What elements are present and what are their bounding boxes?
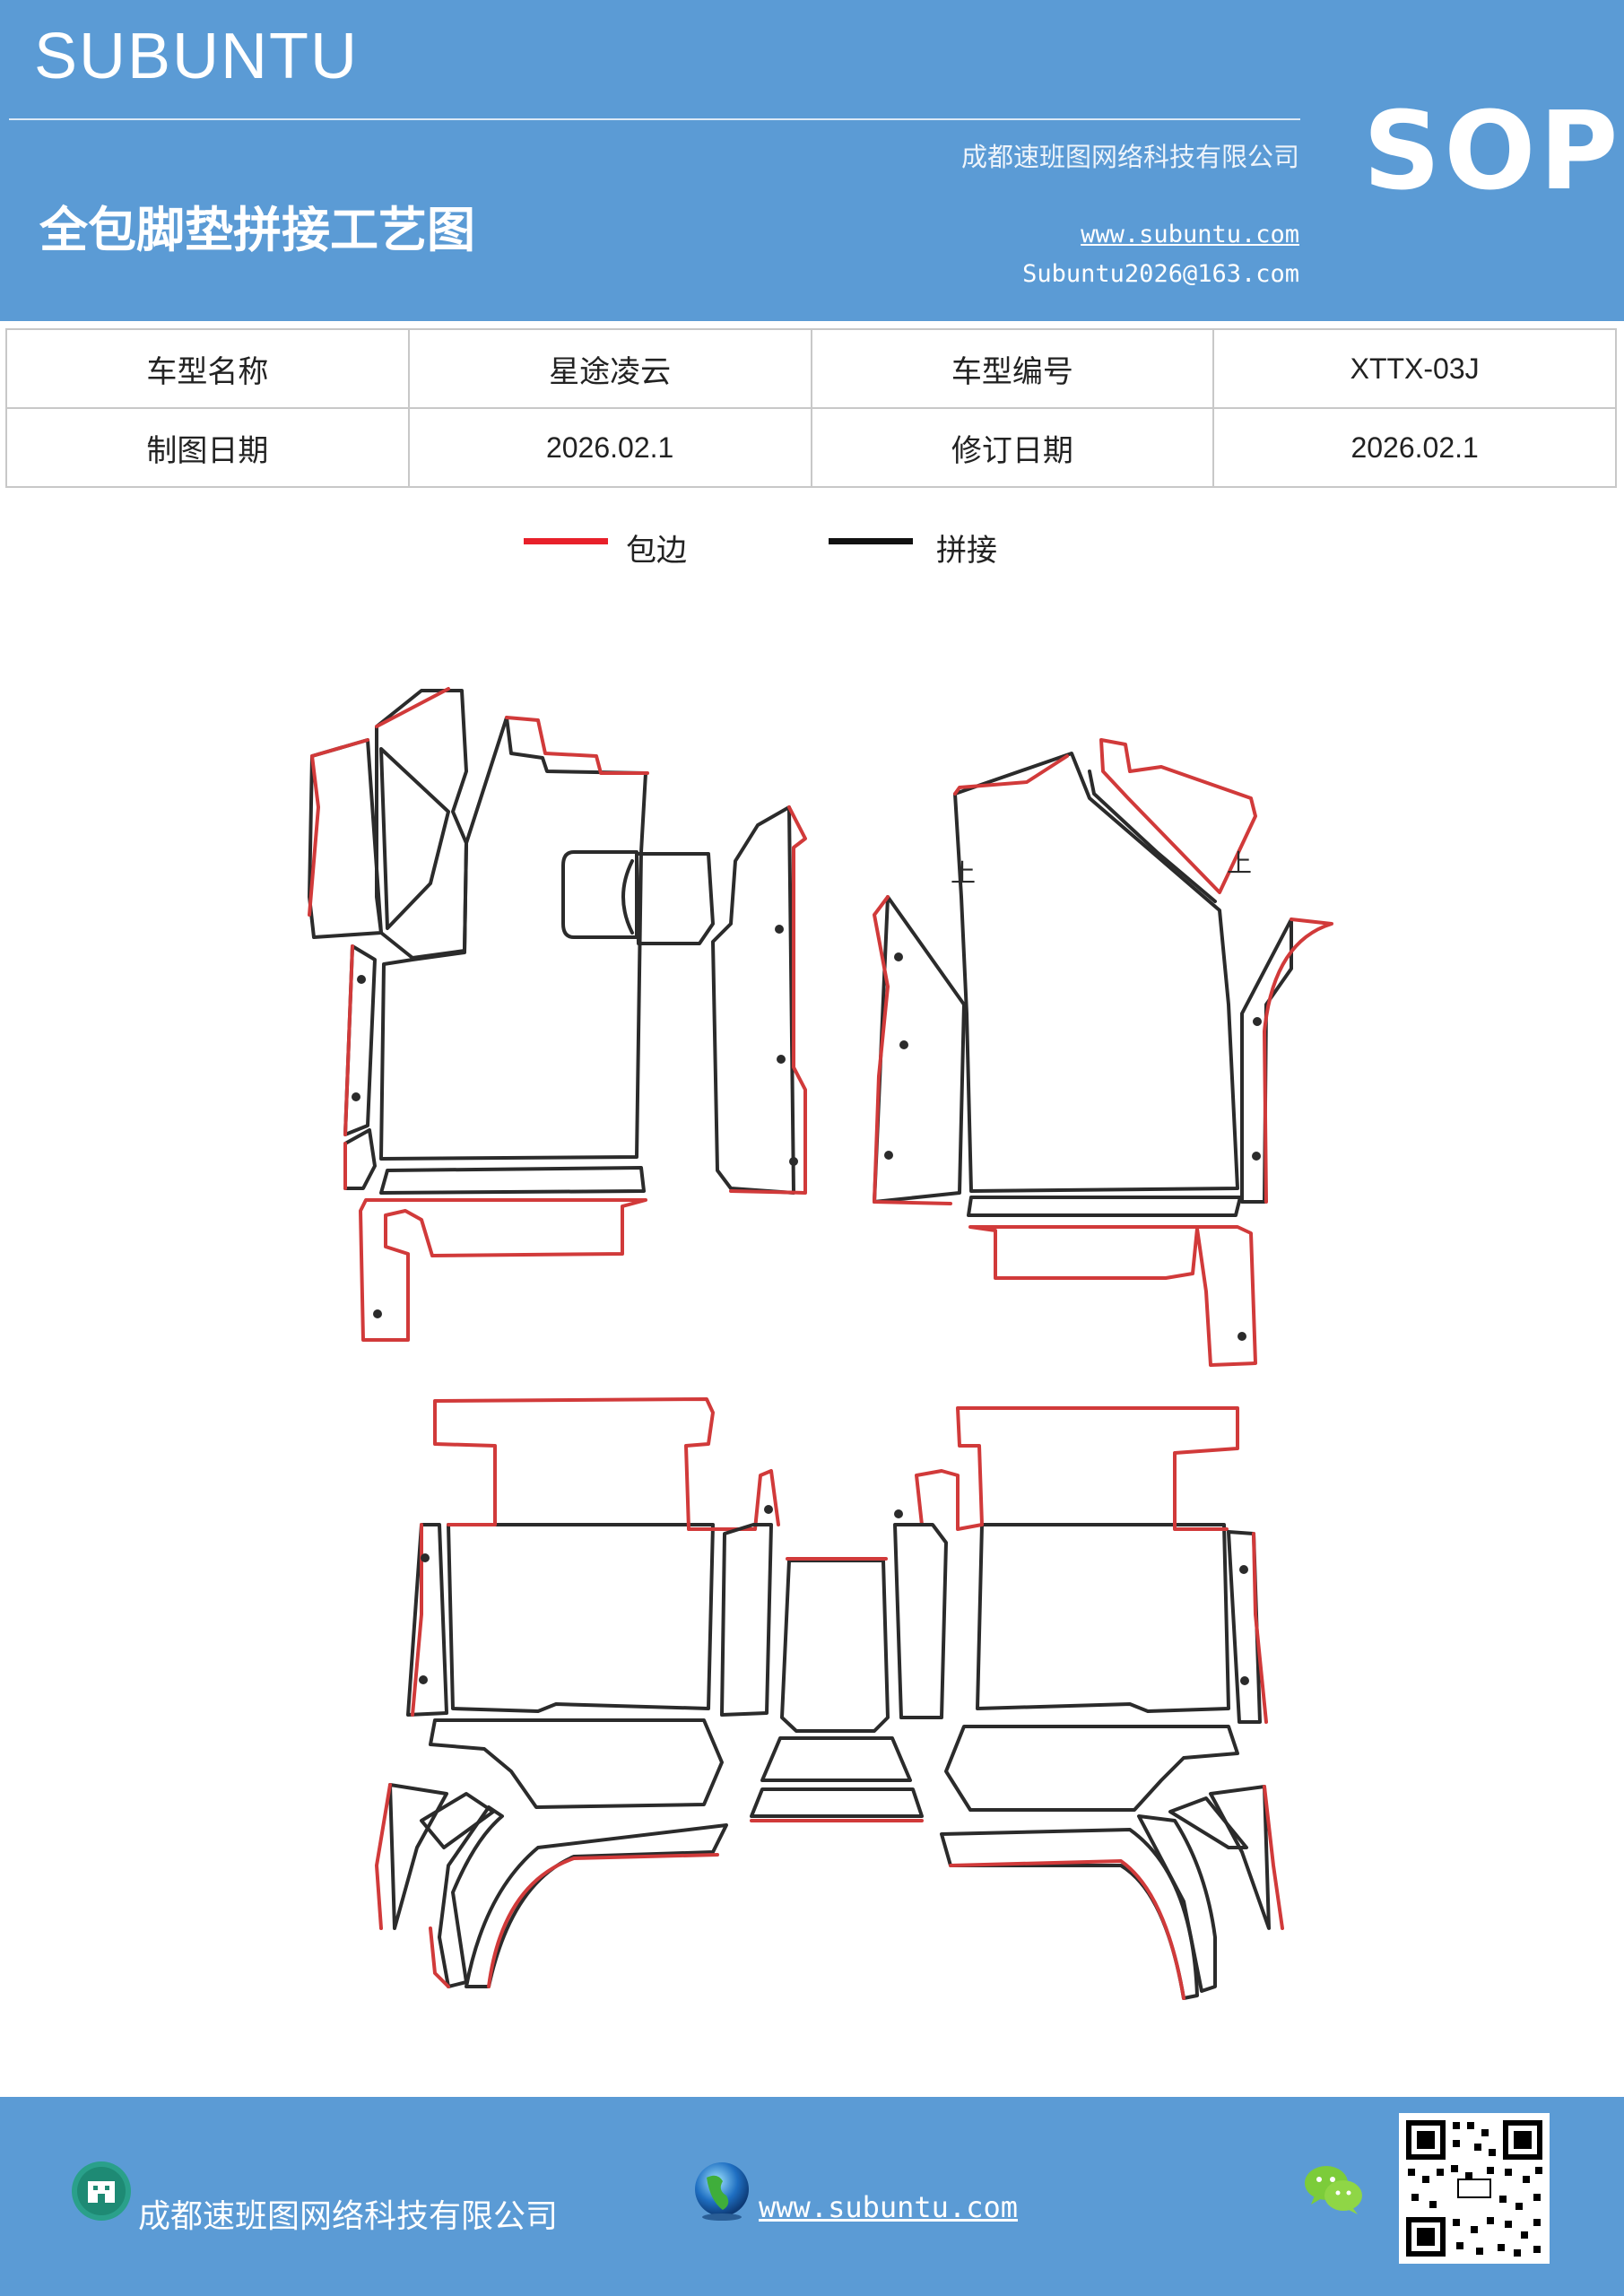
marker-dots (352, 925, 1262, 1685)
mat-piece-rear-left-main (406, 1397, 780, 1717)
document-title: 全包脚垫拼接工艺图 (39, 201, 475, 258)
legend-item-edge: 包边 (524, 520, 703, 574)
value-draw-date: 2026.02.1 (407, 407, 812, 488)
orientation-marker-up: 上 (951, 858, 976, 888)
value-model-code: XTTX-03J (1212, 328, 1617, 409)
header-email[interactable]: Subuntu2026@163.com (1022, 260, 1299, 288)
label-model-code: 车型编号 (810, 328, 1215, 409)
header-divider (9, 118, 1300, 120)
legend-label: 拼接 (936, 533, 997, 569)
mat-piece-front-left-strip (343, 944, 377, 1190)
legend-swatch-black (829, 538, 913, 544)
mat-piece-front-left-center-box (561, 850, 715, 945)
label-model-name: 车型名称 (5, 328, 410, 409)
value-revise-date: 2026.02.1 (1212, 407, 1617, 488)
mat-piece-front-right-bottom (967, 1196, 1257, 1367)
mat-piece-front-left-door (711, 805, 807, 1195)
legend-item-seam: 拼接 (829, 520, 1008, 574)
mat-piece-rear-center (750, 1557, 924, 1822)
brand-name: SUBUNTU (34, 21, 360, 92)
table-row: 车型名称 星途凌云 车型编号 XTTX-03J (5, 328, 1617, 409)
qr-code[interactable] (1399, 2113, 1550, 2264)
mat-piece-front-right-right-strip (1240, 918, 1333, 1204)
wechat-icon[interactable] (1302, 2161, 1365, 2217)
mat-piece-front-left-bottom (359, 1166, 647, 1342)
mat-piece-front-left-side (308, 738, 383, 939)
orientation-marker-up: 上 (1227, 848, 1252, 878)
mat-piece-rear-left-seat-strip (720, 1523, 773, 1717)
header-company: 成都速班图网络科技有限公司 (960, 142, 1299, 172)
label-draw-date: 制图日期 (5, 407, 410, 488)
sop-badge: SOP (1363, 90, 1622, 214)
building-icon (72, 2161, 131, 2221)
value-model-name: 星途凌云 (407, 328, 812, 409)
globe-icon (695, 2162, 749, 2221)
footer-website-link[interactable]: www.subuntu.com (759, 2190, 1018, 2224)
mat-piece-front-right-left-strip (873, 895, 966, 1205)
vehicle-info-table: 车型名称 星途凌云 车型编号 XTTX-03J 制图日期 2026.02.1 修… (5, 328, 1617, 488)
header-website-link[interactable]: www.subuntu.com (1081, 221, 1299, 248)
legend-swatch-red (524, 538, 608, 544)
floor-mat-diagram: 上 上 (308, 687, 1333, 2000)
mat-piece-rear-left-lower (375, 1718, 728, 1988)
mat-piece-rear-right-seat-strip (893, 1523, 948, 1719)
mat-piece-rear-right-lower (940, 1725, 1284, 2000)
mat-piece-front-left-main (375, 687, 649, 1161)
legend-label: 包边 (626, 533, 687, 569)
footer-company: 成都速班图网络科技有限公司 (138, 2198, 559, 2235)
label-revise-date: 修订日期 (810, 407, 1215, 488)
table-row: 制图日期 2026.02.1 修订日期 2026.02.1 (5, 407, 1617, 488)
mat-piece-rear-right-main (915, 1406, 1268, 1724)
header-banner: SUBUNTU 成都速班图网络科技有限公司 全包脚垫拼接工艺图 www.subu… (0, 0, 1624, 321)
mat-piece-front-right-main (953, 738, 1257, 1193)
footer-banner: 成都速班图网络科技有限公司 www.subuntu.com (0, 2097, 1624, 2296)
